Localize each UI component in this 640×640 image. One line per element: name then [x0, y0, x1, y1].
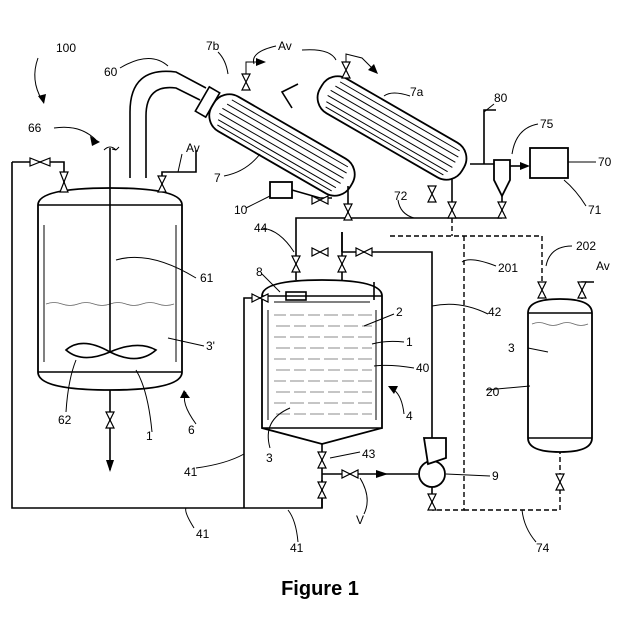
label-6: 6 [188, 423, 195, 437]
label-60: 60 [104, 65, 118, 79]
label-3-vessel: 3 [266, 451, 273, 465]
label-42: 42 [488, 305, 502, 319]
label-2: 2 [396, 305, 403, 319]
label-62: 62 [58, 413, 72, 427]
label-70: 70 [598, 155, 612, 169]
label-av-top: Av [278, 39, 292, 53]
label-75: 75 [540, 117, 554, 131]
label-100: 100 [56, 41, 76, 55]
label-40: 40 [416, 361, 430, 375]
label-20: 20 [486, 385, 500, 399]
label-41-bottom-left: 41 [196, 527, 210, 541]
label-av-right: Av [596, 259, 610, 273]
label-71: 71 [588, 203, 602, 217]
label-9: 9 [492, 469, 499, 483]
label-80: 80 [494, 91, 508, 105]
label-202: 202 [576, 239, 596, 253]
label-44: 44 [254, 221, 268, 235]
label-3-prime: 3' [206, 339, 215, 353]
right-reactor-vessel [262, 280, 382, 444]
label-7: 7 [214, 171, 221, 185]
label-1-left: 1 [146, 429, 153, 443]
label-av-left: Av [186, 141, 200, 155]
label-43: 43 [362, 447, 376, 461]
label-41-bottom: 41 [290, 541, 304, 555]
label-66: 66 [28, 121, 42, 135]
label-v: V [356, 513, 364, 527]
label-8: 8 [256, 265, 263, 279]
label-61: 61 [200, 271, 214, 285]
label-4: 4 [406, 409, 413, 423]
figure-caption: Figure 1 [281, 578, 359, 600]
label-3-tank: 3 [508, 341, 515, 355]
label-41-mid: 41 [184, 465, 198, 479]
label-7b: 7b [206, 39, 220, 53]
label-74: 74 [536, 541, 550, 555]
label-10: 10 [234, 203, 248, 217]
label-7a: 7a [410, 85, 424, 99]
label-72: 72 [394, 189, 408, 203]
storage-tank [528, 299, 592, 452]
label-1-right: 1 [406, 335, 413, 349]
label-201: 201 [498, 261, 518, 275]
